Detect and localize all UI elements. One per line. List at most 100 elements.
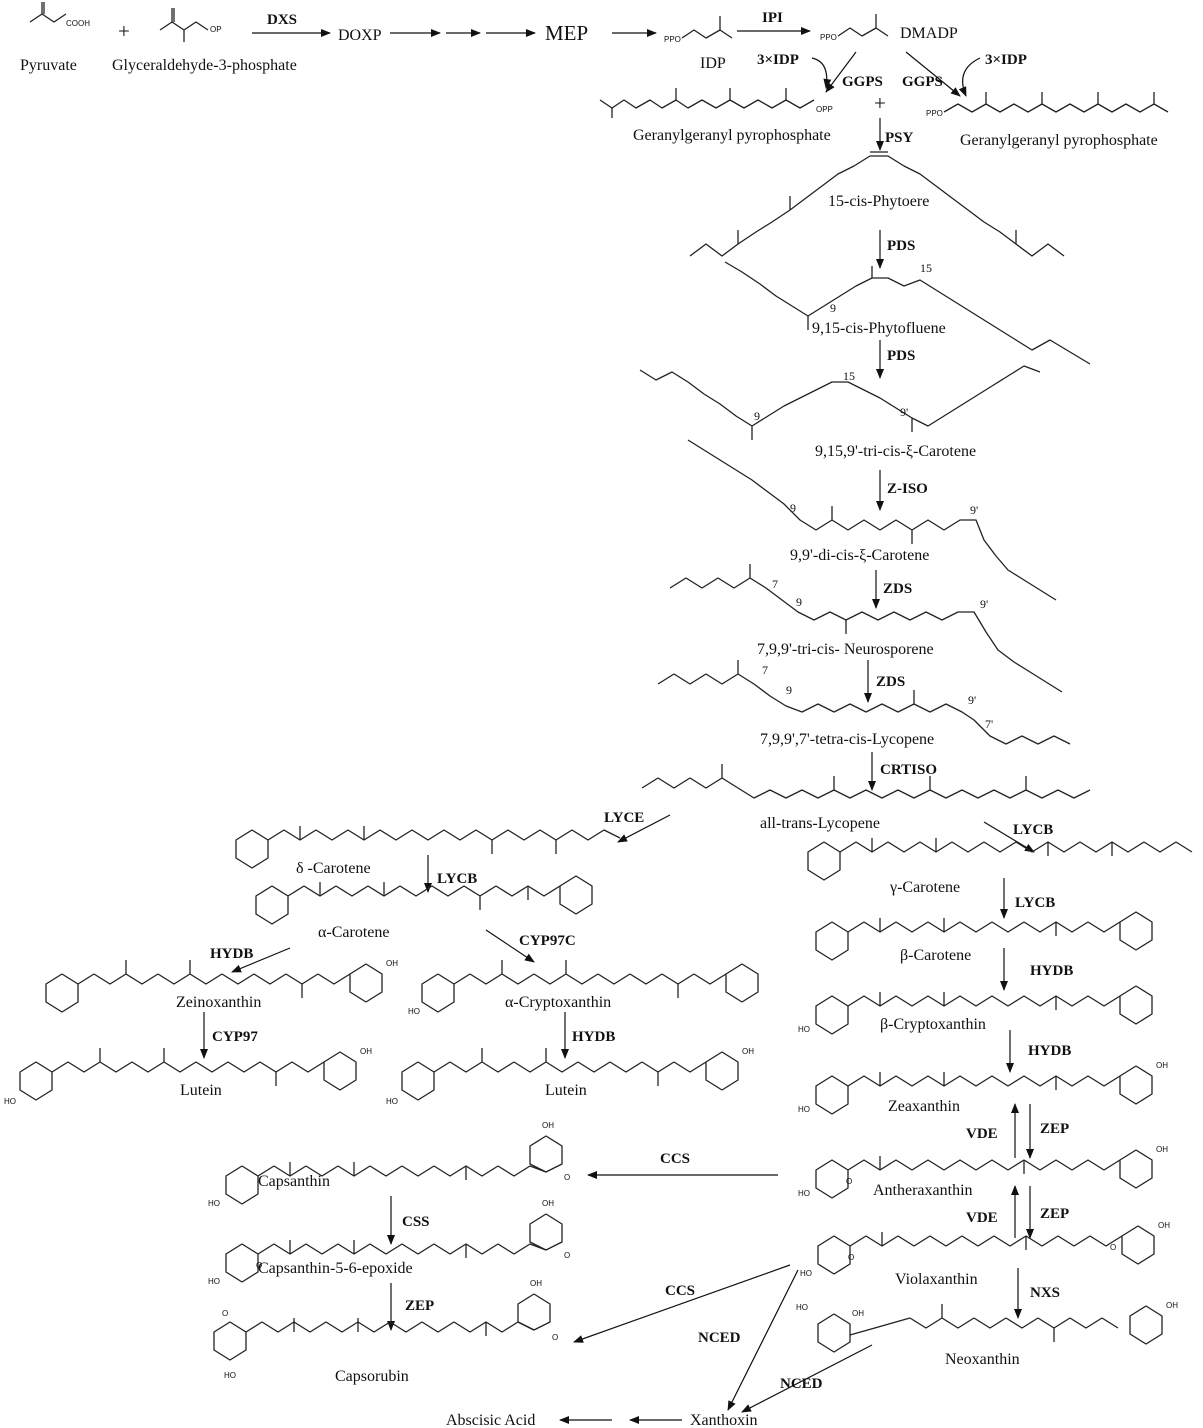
oh-text-10: OH	[542, 1121, 554, 1130]
alpha-carotene-structure	[255, 875, 593, 925]
neurosporene-label: 7,9,9'-tri-cis- Neurosporene	[757, 641, 934, 658]
pyruvate-label: Pyruvate	[20, 57, 77, 74]
phytofluene-structure	[724, 261, 1091, 365]
ggpp-right-structure: PPO	[926, 92, 1169, 118]
locant-9-c: 9	[790, 501, 796, 515]
ho-text-1: HO	[408, 1007, 420, 1016]
locant-9p-b: 9'	[900, 405, 908, 419]
nced2-label: NCED	[780, 1376, 823, 1392]
oh-text-9: OH	[1166, 1301, 1178, 1310]
ketone-o-1: O	[564, 1173, 570, 1182]
ho-text-7: HO	[800, 1269, 812, 1278]
g3p-label: Glyceraldehyde-3-phosphate	[112, 57, 297, 74]
lycb-left-label: LYCB	[437, 871, 477, 887]
psy-label: PSY	[885, 130, 914, 146]
oh-text-11: OH	[542, 1199, 554, 1208]
ho-text-5: HO	[798, 1105, 810, 1114]
capsorubin-structure: O O OH HO	[213, 1279, 558, 1380]
g3p-structure: OP	[159, 8, 222, 42]
cyp97c-label: CYP97C	[519, 933, 576, 949]
idp-structure: PPO	[664, 16, 733, 44]
ppo-text: PPO	[664, 35, 681, 44]
all-trans-lycopene-label: all-trans-Lycopene	[760, 815, 880, 832]
ho-text-3: HO	[386, 1097, 398, 1106]
ggps-right-label: GGPS	[902, 74, 943, 90]
lutein-left-label: Lutein	[180, 1082, 222, 1099]
ho-text-4: HO	[798, 1025, 810, 1034]
ketone-o-2: O	[564, 1251, 570, 1260]
epoxide-o-2: O	[848, 1253, 854, 1262]
zep2-label: ZEP	[1040, 1206, 1069, 1222]
ggpp-right-label: Geranylgeranyl pyrophosphate	[960, 132, 1158, 149]
ketone-o-3: O	[222, 1309, 228, 1318]
locant-7-d: 7	[772, 577, 778, 591]
pyruvate-structure: COOH	[29, 2, 90, 28]
ziso-label: Z-ISO	[887, 481, 928, 497]
plus-sign-2: +	[874, 91, 886, 115]
capsanthin-epoxide-structure: O O OH HO	[208, 1199, 570, 1286]
neoxanthin-label: Neoxanthin	[945, 1351, 1020, 1368]
oh-text-2: OH	[360, 1047, 372, 1056]
di-cis-carotene-label: 9,9'-di-cis-ξ-Carotene	[790, 547, 929, 564]
lutein-mid-structure: HO OH	[386, 1047, 754, 1106]
all-trans-lycopene-structure	[641, 764, 1091, 799]
beta-cryptoxanthin-structure: HO	[798, 985, 1153, 1035]
doxp-label: DOXP	[338, 27, 382, 44]
ipi-label: IPI	[762, 10, 783, 26]
zds1-label: ZDS	[883, 581, 912, 597]
beta-cryptoxanthin-label: β-Cryptoxanthin	[880, 1016, 986, 1033]
di-cis-carotene-structure	[687, 439, 1057, 601]
antheraxanthin-label: Antheraxanthin	[873, 1182, 973, 1199]
delta-carotene-structure	[235, 826, 621, 869]
dmadp-label: DMADP	[900, 25, 958, 42]
locant-9-a: 9	[830, 301, 836, 315]
capsorubin-label: Capsorubin	[335, 1368, 409, 1385]
alpha-cryptoxanthin-label: α-Cryptoxanthin	[505, 994, 611, 1011]
op-text: OP	[210, 25, 222, 34]
ppo-text-3: PPO	[926, 109, 943, 118]
locant-7-e: 7	[762, 663, 768, 677]
locant-9-d: 9	[796, 595, 802, 609]
ccs1-label: CCS	[660, 1151, 690, 1167]
ggps-left-label: GGPS	[842, 74, 883, 90]
antheraxanthin-structure: O HO OH	[798, 1145, 1168, 1199]
css-label: CSS	[402, 1214, 430, 1230]
nced1-label: NCED	[698, 1330, 741, 1346]
tetra-cis-lycopene-label: 7,9,9',7'-tetra-cis-Lycopene	[760, 731, 934, 748]
hydb-mid-label: HYDB	[572, 1029, 615, 1045]
ggpp-left-structure: OPP	[599, 88, 833, 118]
ho-text-6: HO	[798, 1189, 810, 1198]
zeinoxanthin-structure: OH	[45, 959, 398, 1013]
idp3-right-label: 3×IDP	[985, 52, 1027, 68]
capsanthin-epoxide-label: Capsanthin-5-6-epoxide	[258, 1260, 413, 1277]
hydb-left-label: HYDB	[210, 946, 253, 962]
locant-9p-e: 9'	[968, 693, 976, 707]
phytoene-structure	[689, 151, 1065, 257]
zds2-label: ZDS	[876, 674, 905, 690]
oh-text-12: OH	[530, 1279, 542, 1288]
locant-9-b: 9	[754, 409, 760, 423]
violaxanthin-structure: O O HO OH	[800, 1221, 1170, 1278]
lyce-label: LYCE	[604, 810, 644, 826]
ketone-o-4: O	[552, 1333, 558, 1342]
neurosporene-structure	[669, 564, 1063, 693]
epoxide-o-3: O	[1110, 1243, 1116, 1252]
locant-7p-e: 7'	[985, 717, 993, 731]
mep-label: MEP	[545, 21, 588, 45]
tri-cis-carotene-structure	[639, 365, 1041, 440]
gamma-carotene-label: γ-Carotene	[889, 879, 960, 896]
cyp97-label: CYP97	[212, 1029, 258, 1045]
lutein-mid-label: Lutein	[545, 1082, 587, 1099]
oh-text-5: OH	[1156, 1061, 1168, 1070]
tri-cis-carotene-label: 9,15,9'-tri-cis-ξ-Carotene	[815, 443, 976, 460]
locant-9p-d: 9'	[980, 597, 988, 611]
ho-text-2: HO	[4, 1097, 16, 1106]
oh-text-8: OH	[852, 1309, 864, 1318]
hydb-right2-label: HYDB	[1028, 1043, 1071, 1059]
violaxanthin-label: Violaxanthin	[895, 1271, 978, 1288]
cooh-text: COOH	[66, 19, 90, 28]
oh-text-3: OH	[742, 1047, 754, 1056]
idp-label: IDP	[700, 55, 726, 72]
